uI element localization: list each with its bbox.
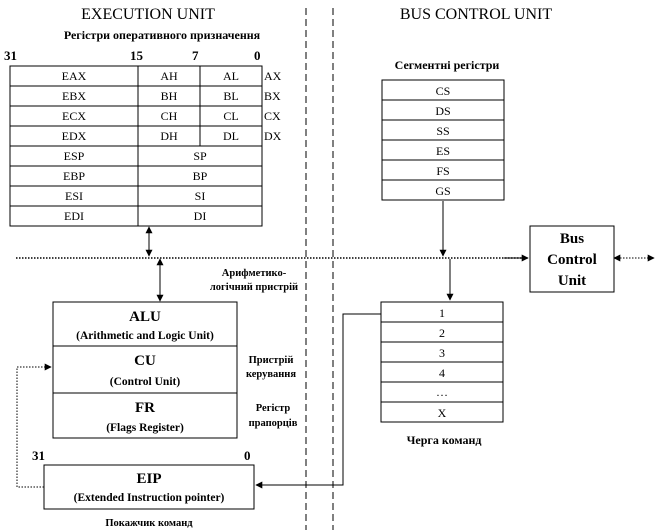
gp-register-table: EAX AH AL EBX BH BL ECX CH CL EDX DH DL … bbox=[9, 65, 263, 227]
eip-bit-label-0: 0 bbox=[244, 448, 251, 463]
queue-item-1: 1 bbox=[439, 306, 445, 320]
register-ah: AH bbox=[160, 69, 178, 83]
register-ch: CH bbox=[161, 109, 178, 123]
gp-registers-title: Регістри оперативного призначення bbox=[64, 28, 261, 42]
bit-label-7: 7 bbox=[192, 48, 199, 63]
fr-subtitle: (Flags Register) bbox=[106, 422, 184, 434]
bus-control-unit-box: Bus Control Unit bbox=[529, 225, 615, 293]
eip-bit-label-31: 31 bbox=[32, 448, 45, 463]
alu-title: ALU bbox=[129, 309, 161, 325]
register-cx: CX bbox=[264, 109, 281, 123]
register-bh: BH bbox=[161, 89, 178, 103]
register-edx: EDX bbox=[62, 129, 87, 143]
register-dx: DX bbox=[264, 129, 282, 143]
bus-control-unit-line-2: Control bbox=[547, 252, 597, 268]
segment-register-cs: CS bbox=[436, 84, 451, 98]
bit-label-15: 15 bbox=[130, 48, 144, 63]
instruction-queue-caption: Черга команд bbox=[407, 433, 482, 447]
register-esp: ESP bbox=[64, 149, 85, 163]
register-edi: EDI bbox=[64, 209, 84, 223]
eip-subtitle: (Extended Instruction pointer) bbox=[74, 492, 225, 504]
register-cl: CL bbox=[223, 109, 238, 123]
fr-caption-line-2: прапорців bbox=[249, 418, 298, 429]
cu-title: CU bbox=[134, 353, 156, 369]
execution-unit-header: EXECUTION UNIT bbox=[81, 6, 215, 23]
register-ebx: EBX bbox=[62, 89, 86, 103]
alu-cu-fr-block: ALU (Arithmetic and Logic Unit) CU (Cont… bbox=[52, 301, 238, 439]
bus-control-unit-header: BUS CONTROL UNIT bbox=[400, 6, 553, 23]
register-sp: SP bbox=[193, 149, 207, 163]
segment-register-ds: DS bbox=[435, 104, 450, 118]
register-ecx: ECX bbox=[62, 109, 86, 123]
segment-register-table: CS DS SS ES FS GS bbox=[381, 79, 505, 201]
bit-labels: 31 15 7 0 bbox=[4, 48, 261, 63]
register-al: AL bbox=[223, 69, 239, 83]
segment-register-es: ES bbox=[436, 144, 450, 158]
register-bl: BL bbox=[223, 89, 238, 103]
queue-item-4: 4 bbox=[439, 366, 445, 380]
queue-to-eip-arrow bbox=[255, 313, 381, 489]
instruction-queue-table: 1 2 3 4 … X bbox=[380, 301, 504, 423]
queue-item-2: 2 bbox=[439, 326, 445, 340]
cu-subtitle: (Control Unit) bbox=[110, 376, 181, 388]
alu-caption-line-1: Арифметико- bbox=[222, 268, 287, 279]
register-ebp: EBP bbox=[63, 169, 85, 183]
alu-caption-line-2: логічний пристрій bbox=[210, 282, 298, 293]
register-bp: BP bbox=[193, 169, 208, 183]
eip-caption: Покажчик команд bbox=[105, 518, 193, 529]
segment-register-gs: GS bbox=[435, 184, 450, 198]
queue-item-x: X bbox=[438, 406, 447, 420]
queue-item-3: 3 bbox=[439, 346, 445, 360]
cu-caption-line-1: Пристрій bbox=[249, 355, 294, 366]
bus-control-unit-line-3: Unit bbox=[558, 273, 586, 289]
segment-register-ss: SS bbox=[436, 124, 449, 138]
register-bx: BX bbox=[264, 89, 281, 103]
register-di: DI bbox=[194, 209, 207, 223]
bit-label-31: 31 bbox=[4, 48, 17, 63]
eip-register-box: EIP (Extended Instruction pointer) bbox=[43, 464, 255, 510]
register-ax: AX bbox=[264, 69, 282, 83]
segment-registers-title: Сегментні регістри bbox=[395, 58, 500, 72]
register-dh: DH bbox=[160, 129, 178, 143]
fr-caption-line-1: Регістр bbox=[256, 403, 291, 414]
alu-subtitle: (Arithmetic and Logic Unit) bbox=[76, 330, 214, 342]
eip-title: EIP bbox=[136, 471, 161, 487]
eip-to-cu-feedback-arrow bbox=[16, 363, 52, 488]
segment-register-fs: FS bbox=[436, 164, 449, 178]
register-si: SI bbox=[195, 189, 206, 203]
cu-caption-line-2: керування bbox=[246, 369, 296, 380]
register-esi: ESI bbox=[65, 189, 83, 203]
bus-control-unit-line-1: Bus bbox=[560, 231, 584, 247]
queue-item-ellipsis: … bbox=[436, 385, 448, 399]
register-eax: EAX bbox=[62, 69, 87, 83]
fr-title: FR bbox=[135, 400, 155, 416]
register-dl: DL bbox=[223, 129, 239, 143]
bit-label-0: 0 bbox=[254, 48, 261, 63]
